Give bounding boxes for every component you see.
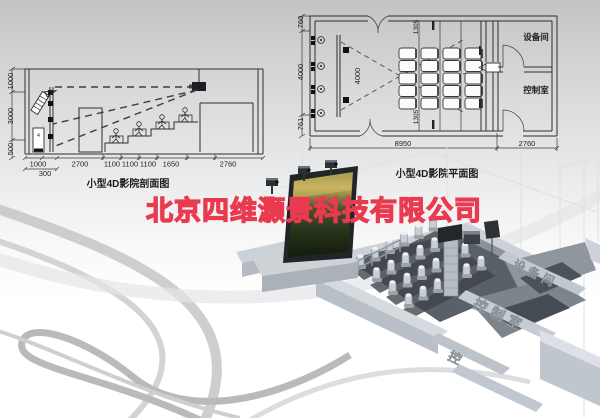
dim-label: 3000 [6, 108, 15, 125]
dim-label: 2760 [220, 160, 237, 169]
screen-base-face [262, 262, 358, 292]
swoosh-decoration [0, 188, 600, 418]
projector-tower [438, 224, 480, 297]
dim-label: 760 [296, 16, 305, 29]
projector [192, 82, 206, 91]
dim-label: 1000 [6, 73, 15, 90]
section-walls [24, 68, 264, 155]
control-room-label: 控制室 [523, 85, 549, 95]
plan-screen [336, 35, 341, 117]
plan-wall-speakers [311, 36, 325, 118]
dim-label: 1000 [30, 160, 47, 169]
section-right-room [199, 102, 254, 152]
front-wall-top [316, 273, 448, 338]
section-door [78, 107, 103, 153]
swoosh-loop [18, 329, 352, 418]
screen-speaker [48, 90, 53, 95]
rooms-partition [498, 66, 552, 73]
equipment-wall-strip [498, 251, 586, 295]
pole-speaker [483, 220, 501, 258]
plan-view: 4000 1305 1305 [296, 13, 560, 180]
dim-label: 8950 [395, 139, 412, 148]
lower-left-wall [452, 364, 543, 412]
projection-window-arrow [478, 63, 487, 72]
seat-dim-bottom: 1305 [413, 109, 420, 124]
right-corner-wall [585, 238, 600, 264]
plan-door-bottom [359, 118, 383, 137]
label-partial-3d: 控 [446, 348, 464, 367]
control-room-door [502, 109, 525, 132]
swoosh-curve [248, 367, 531, 418]
screen-speaker [48, 117, 53, 122]
plan-screen-speaker [343, 97, 349, 103]
screen-glare [293, 172, 353, 199]
control-wall-strip [458, 290, 556, 341]
swoosh-curve [0, 329, 241, 418]
micro-dim-marks [432, 21, 482, 129]
screen-3d-image [288, 172, 353, 257]
screen-width-label: 4000 [353, 68, 362, 85]
equipment-cabinet: 4 [32, 127, 45, 153]
rear-walls [480, 21, 499, 131]
section-caption: 小型4D影院剖面图 [86, 177, 170, 190]
lower-wall-strip [430, 333, 510, 375]
plan-dims-left: 760 4000 761 [296, 13, 310, 139]
screen-speaker [48, 101, 53, 106]
projection-beam-axis [52, 89, 198, 125]
projection-beam-bottom [52, 89, 198, 148]
dim-label: 4000 [296, 64, 305, 81]
plan-screen-speaker [343, 47, 349, 53]
company-watermark: 北京四维灏景科技有限公司 [145, 195, 482, 226]
dim-label: 2760 [519, 139, 536, 148]
section-dims-left: 1000 3000 500 [6, 66, 25, 161]
side-speaker-stack [30, 89, 58, 116]
plan-walls [309, 15, 558, 137]
projection-window [485, 62, 501, 73]
dim-label: 1100 [104, 160, 120, 169]
equipment-room-door [502, 44, 525, 68]
screen-projectors [266, 160, 338, 194]
section-view: 4 10 [6, 66, 266, 190]
plan-door-top [367, 15, 389, 34]
dim-label: 500 [6, 143, 15, 156]
bottom-right-wall-face [540, 341, 600, 406]
dim-label: 1100 [140, 160, 156, 169]
cabinet-label: 4 [37, 133, 40, 139]
equipment-room-label: 设备间 [523, 32, 549, 42]
dim-label: 1100 [122, 160, 138, 169]
dim-label: 761 [296, 118, 305, 131]
dim-label: 1650 [163, 160, 180, 169]
plan-caption: 小型4D影院平面图 [395, 167, 479, 180]
screen-speaker [48, 134, 53, 139]
front-wall-face [316, 280, 438, 354]
plan-seats [398, 47, 483, 110]
render-3d: 设备间 控制室 控 [236, 147, 600, 418]
seat-row [356, 216, 439, 269]
dim-label: 300 [39, 169, 52, 178]
bottom-right-wall-top [540, 330, 600, 368]
seat-dim-top: 1305 [413, 19, 420, 34]
section-dims-bottom: 1000 300 2700 1100 1100 1100 1650 2760 [22, 154, 266, 178]
plan-dims-bottom: 8950 2760 [307, 133, 560, 151]
swoosh-curve [0, 188, 600, 304]
section-seats [109, 107, 193, 144]
dim-label: 2700 [72, 160, 89, 169]
platform-row-lines [418, 21, 462, 131]
